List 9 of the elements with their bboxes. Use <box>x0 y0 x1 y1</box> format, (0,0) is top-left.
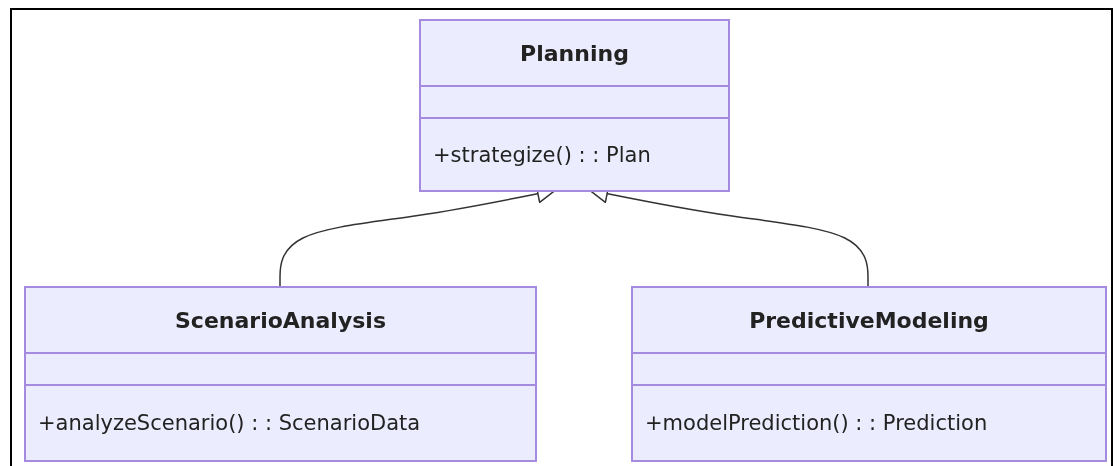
method-signature: +modelPrediction() : : Prediction <box>645 411 988 435</box>
class-name: Planning <box>520 40 629 66</box>
method-signature: +strategize() : : Plan <box>433 142 651 167</box>
class-box <box>419 19 730 192</box>
class-name: ScenarioAnalysis <box>175 307 386 333</box>
class-box <box>24 286 537 462</box>
method-signature: +analyzeScenario() : : ScenarioData <box>38 411 421 435</box>
class-box <box>631 286 1107 462</box>
class-name: PredictiveModeling <box>749 307 989 333</box>
